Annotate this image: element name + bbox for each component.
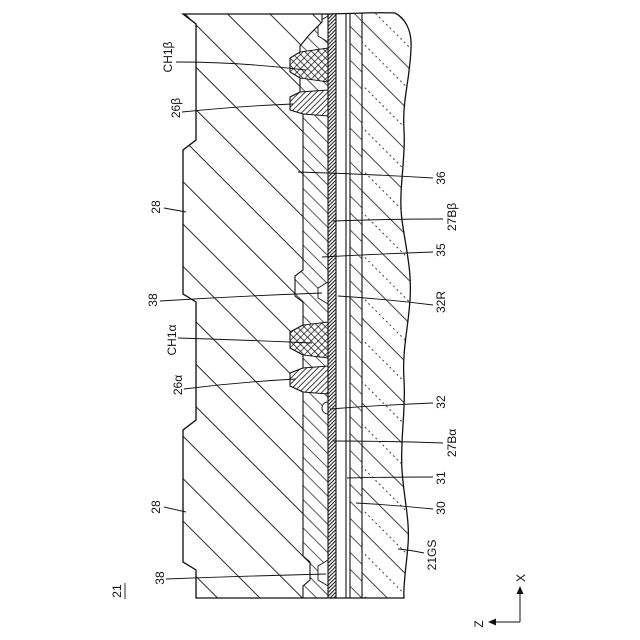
label-ch1-alpha: CH1α [165, 324, 179, 355]
label-38-lower: 38 [153, 571, 167, 585]
label-21gs: 21GS [425, 540, 439, 571]
label-26-beta: 26β [169, 98, 183, 118]
band-27b-hatch [328, 0, 336, 640]
substrate-21gs-hatch [362, 0, 422, 640]
label-27b-beta: 27Bβ [445, 203, 459, 231]
z-axis-label: Z [472, 620, 486, 627]
figure-ref-numeral: 21 [110, 584, 124, 598]
axis-indicator: X Z [472, 574, 528, 628]
layer-stack [183, 0, 422, 640]
label-35: 35 [434, 243, 448, 257]
label-36: 36 [434, 171, 448, 185]
z-arrowhead-icon [488, 619, 496, 626]
label-28-lower: 28 [149, 500, 163, 514]
label-38-middle: 38 [146, 293, 160, 307]
label-28-upper: 28 [149, 200, 163, 214]
label-26-alpha: 26α [171, 375, 185, 395]
label-ch1-beta: CH1β [161, 41, 175, 72]
label-32r: 32R [434, 291, 448, 313]
layer-30 [350, 0, 362, 640]
label-27b-alpha: 27Bα [445, 429, 459, 457]
label-32: 32 [434, 395, 448, 409]
x-arrowhead-icon [517, 586, 524, 594]
x-axis-label: X [514, 574, 528, 582]
label-30: 30 [434, 501, 448, 515]
label-31: 31 [434, 471, 448, 485]
